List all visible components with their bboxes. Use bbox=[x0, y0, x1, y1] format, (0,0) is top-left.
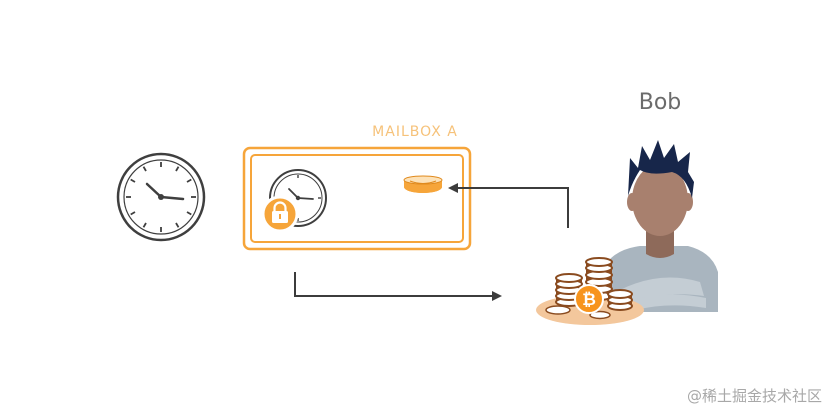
mailbox bbox=[242, 146, 472, 251]
arrow-mailbox-to-bob bbox=[294, 272, 502, 301]
bitcoin-coins-icon: ₿ bbox=[536, 257, 644, 325]
clock-icon bbox=[116, 152, 206, 242]
watermark: @稀土掘金技术社区 bbox=[686, 387, 822, 405]
person-name-label: Bob bbox=[638, 90, 682, 115]
mailbox-label: MAILBOX A bbox=[372, 124, 458, 140]
arrow-bob-to-mailbox bbox=[448, 183, 569, 228]
svg-text:₿: ₿ bbox=[582, 290, 596, 310]
person-icon bbox=[602, 140, 718, 312]
lock-icon bbox=[261, 195, 299, 233]
coin-slot-icon bbox=[403, 175, 443, 193]
